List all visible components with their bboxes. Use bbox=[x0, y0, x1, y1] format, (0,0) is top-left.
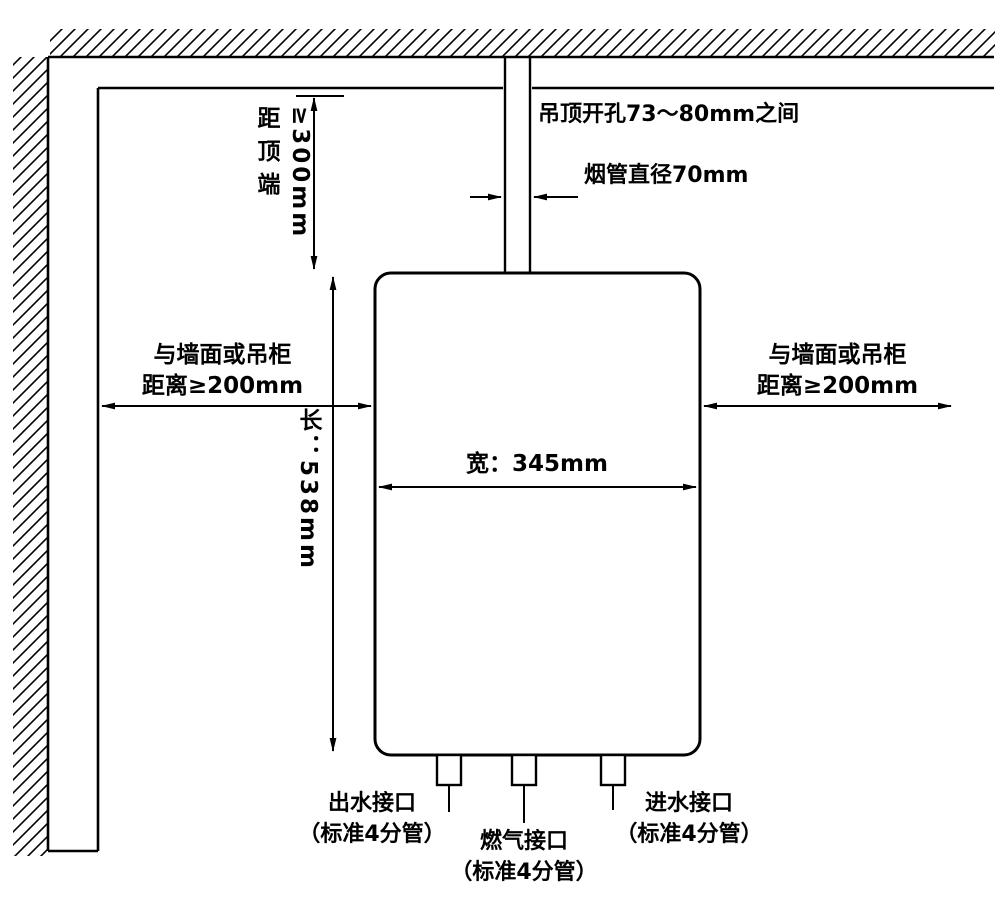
label-outlet-line1: 出水接口 bbox=[327, 791, 416, 816]
label-ceiling-hole: 吊顶开孔73～80mm之间 bbox=[538, 102, 800, 127]
label-gas: 燃气接口 （标准4分管） bbox=[438, 826, 610, 888]
label-right-clearance-line2: 距离≥200mm bbox=[756, 373, 919, 399]
label-right-clearance-line1: 与墙面或吊柜 bbox=[768, 342, 907, 368]
label-top-clearance-name: 距顶端 bbox=[253, 106, 279, 205]
label-length: 长：538mm bbox=[295, 408, 321, 571]
label-inlet-line2: （标准4分管） bbox=[615, 822, 763, 847]
wall-hatch bbox=[13, 57, 48, 856]
label-flue-diameter: 烟管直径70mm bbox=[584, 163, 749, 188]
label-gas-line2: （标准4分管） bbox=[450, 860, 598, 885]
label-left-clearance: 与墙面或吊柜 距离≥200mm bbox=[105, 340, 340, 402]
label-top-clearance-value: ≥300mm bbox=[287, 106, 313, 240]
label-outlet: 出水接口 （标准4分管） bbox=[286, 788, 458, 850]
heater-body bbox=[373, 271, 702, 757]
gas-stub bbox=[510, 753, 538, 787]
label-inlet-line1: 进水接口 bbox=[644, 791, 733, 816]
label-left-clearance-line2: 距离≥200mm bbox=[141, 373, 304, 399]
label-width: 宽：345mm bbox=[466, 451, 608, 477]
label-inlet: 进水接口 （标准4分管） bbox=[600, 788, 778, 850]
ceiling-hatch bbox=[50, 29, 995, 57]
label-right-clearance: 与墙面或吊柜 距离≥200mm bbox=[720, 340, 955, 402]
outlet-stub bbox=[435, 753, 463, 787]
label-outlet-line2: （标准4分管） bbox=[298, 822, 446, 847]
inlet-stub bbox=[599, 753, 627, 787]
label-left-clearance-line1: 与墙面或吊柜 bbox=[153, 342, 292, 368]
label-gas-line1: 燃气接口 bbox=[479, 829, 568, 854]
